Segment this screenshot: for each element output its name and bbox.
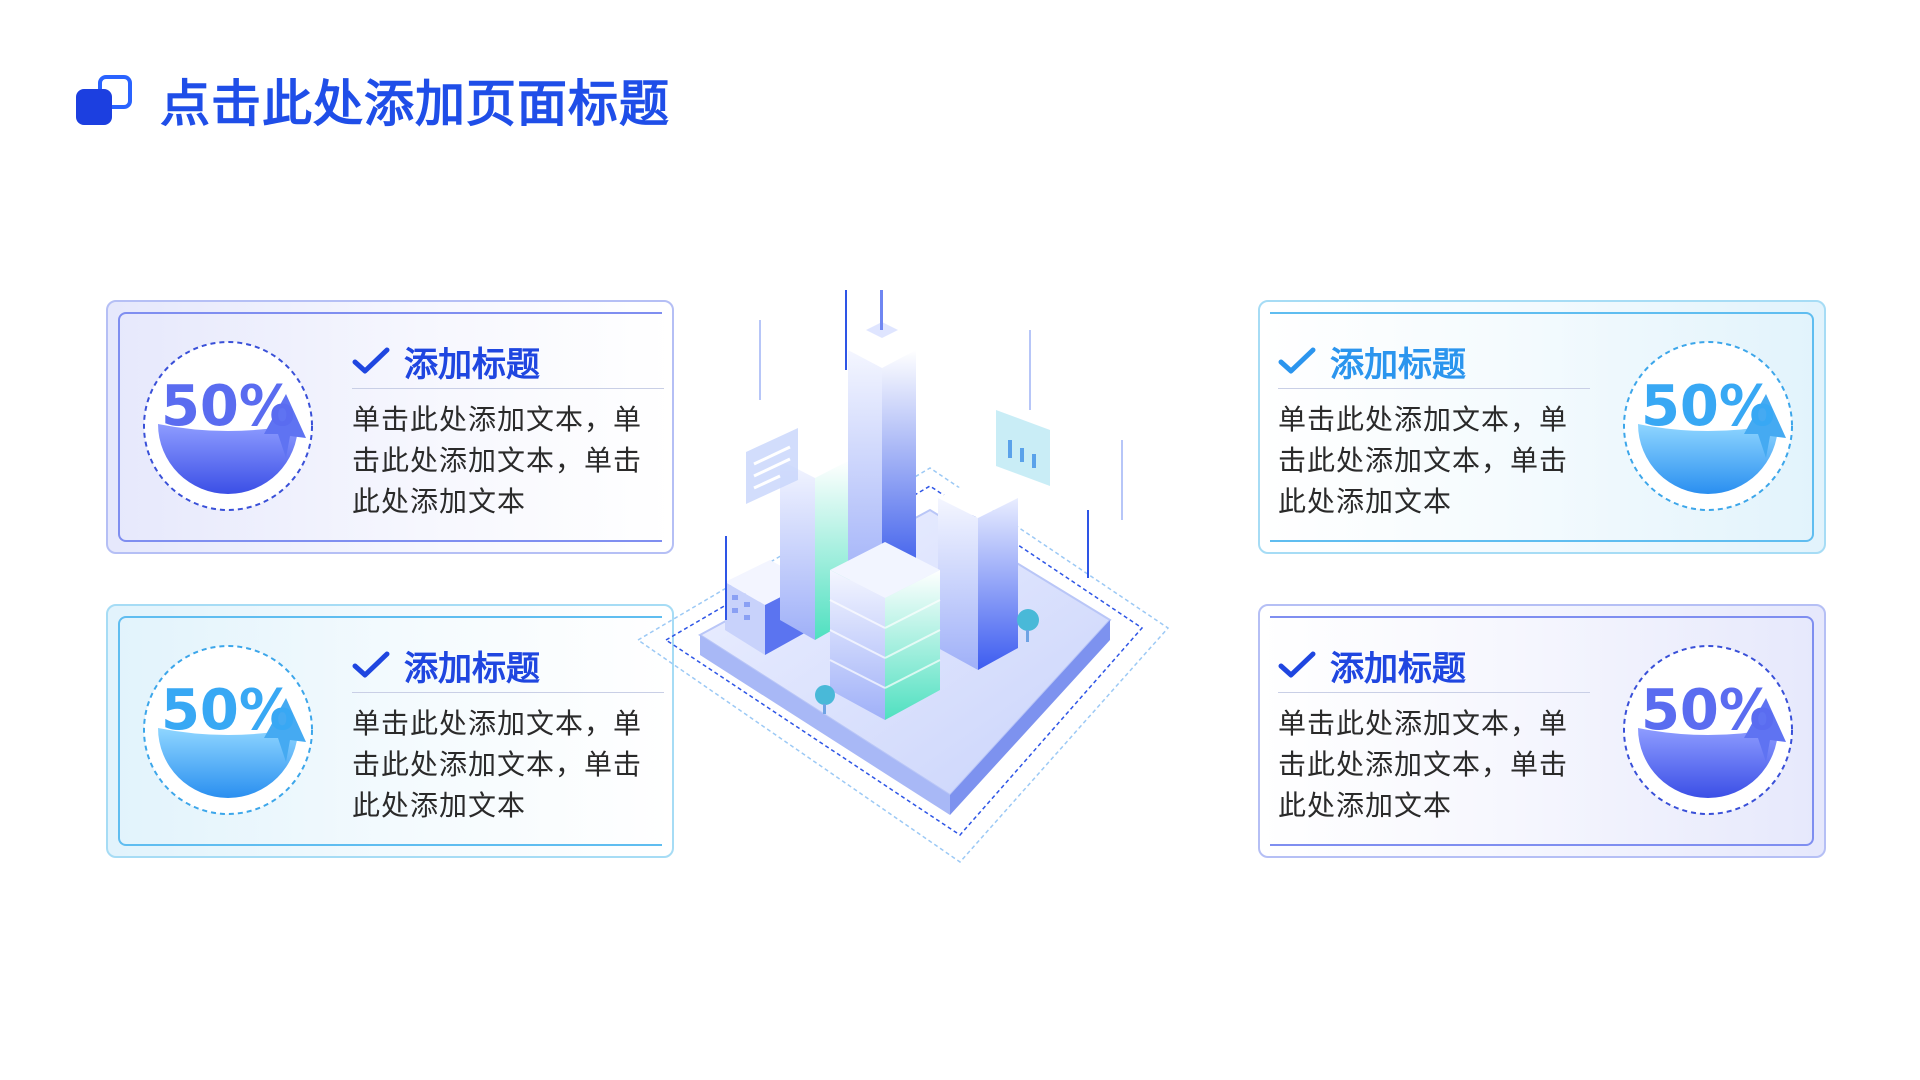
isometric-city-illustration: [636, 290, 1170, 863]
check-icon: [1278, 347, 1316, 374]
percent-value[interactable]: 50%: [1640, 678, 1776, 743]
card-top-right: 50% 添加标题 单击此处添加文本，单击此处添加文本，单击此处添加文本: [1258, 300, 1826, 554]
percent-badge: 50%: [1620, 642, 1796, 818]
card-body-text[interactable]: 单击此处添加文本，单击此处添加文本，单击此处添加文本: [352, 403, 643, 518]
percent-value[interactable]: 50%: [160, 678, 296, 743]
card-body-text[interactable]: 单击此处添加文本，单击此处添加文本，单击此处添加文本: [1278, 707, 1569, 822]
card-bottom-right: 50% 添加标题 单击此处添加文本，单击此处添加文本，单击此处添加文本: [1258, 604, 1826, 858]
check-icon: [352, 347, 390, 374]
percent-badge: 50%: [140, 338, 316, 514]
card-heading[interactable]: 添加标题: [1330, 648, 1466, 689]
page-title[interactable]: 点击此处添加页面标题: [160, 75, 670, 133]
check-icon: [352, 651, 390, 678]
overlapping-squares-icon: [76, 71, 138, 129]
check-icon: [1278, 651, 1316, 678]
card-heading[interactable]: 添加标题: [404, 344, 540, 385]
card-heading[interactable]: 添加标题: [404, 648, 540, 689]
card-top-left: 50% 添加标题 单击此处添加文本，单击此处添加文本，单击此处添加文本: [106, 300, 674, 554]
percent-value[interactable]: 50%: [1640, 374, 1776, 439]
percent-badge: 50%: [1620, 338, 1796, 514]
card-heading[interactable]: 添加标题: [1330, 344, 1466, 385]
card-bottom-left: 50% 添加标题 单击此处添加文本，单击此处添加文本，单击此处添加文本: [106, 604, 674, 858]
card-body-text[interactable]: 单击此处添加文本，单击此处添加文本，单击此处添加文本: [1278, 403, 1569, 518]
percent-value[interactable]: 50%: [160, 374, 296, 439]
card-body-text[interactable]: 单击此处添加文本，单击此处添加文本，单击此处添加文本: [352, 707, 643, 822]
percent-badge: 50%: [140, 642, 316, 818]
page-header: 点击此处添加页面标题: [76, 64, 670, 136]
